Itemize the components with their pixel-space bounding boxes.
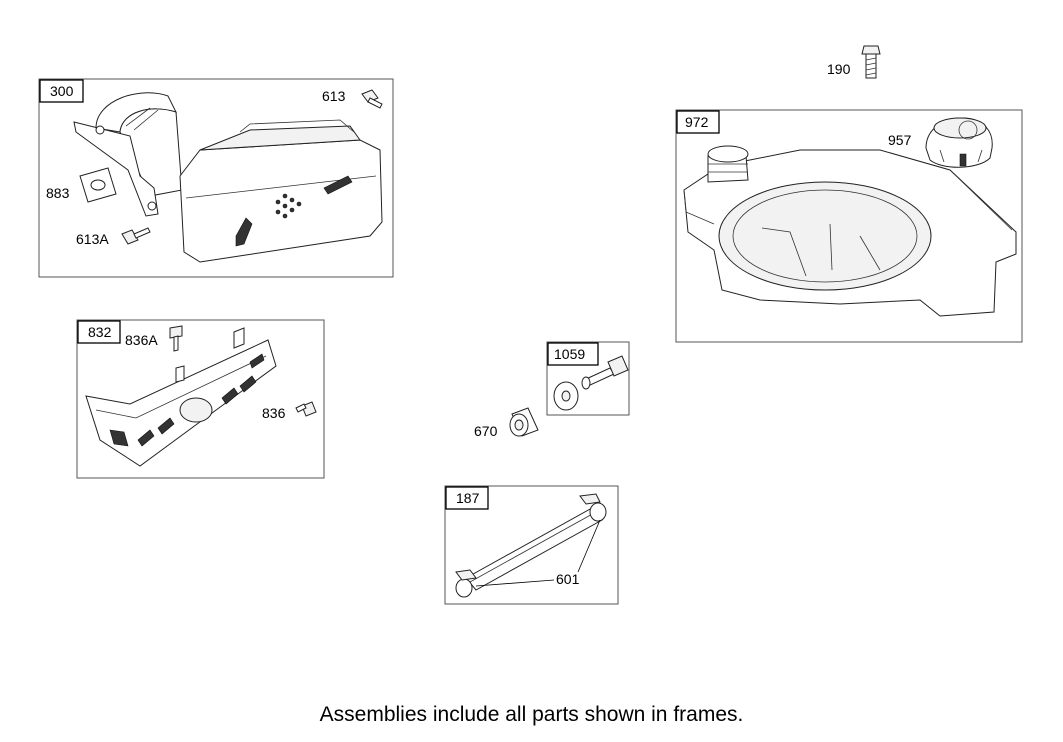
hose-kit-assembly: 187 — [444, 485, 619, 605]
muffler-assembly-number: 300 — [50, 83, 74, 99]
screw-836 — [295, 401, 317, 417]
guard-assembly-frame — [76, 319, 325, 479]
muffler-logo-mark — [323, 175, 353, 195]
bolt-190 — [861, 45, 881, 79]
part-label-613: 613 — [322, 88, 346, 104]
fuel-tank-opening — [718, 181, 932, 291]
hose-kit-assembly-tag-box — [445, 486, 489, 510]
part-label-883: 883 — [46, 185, 70, 201]
guard-assembly-number: 832 — [88, 324, 112, 340]
fuel-tank-assembly-number: 972 — [685, 114, 709, 130]
muffler-body — [179, 119, 383, 263]
screw-836A — [169, 325, 183, 352]
part-label-670: 670 — [474, 423, 498, 439]
hose-clamp-top — [579, 493, 607, 522]
hose-kit-assembly-number: 187 — [456, 490, 480, 506]
muffler-assembly-tag-box — [39, 79, 84, 103]
part-label-613A: 613A — [76, 231, 109, 247]
leader-601-bottom — [475, 579, 555, 587]
muffler-assembly-frame — [38, 78, 394, 278]
guard-assembly-tag-box — [77, 320, 121, 344]
bolt-kit-assembly-frame — [546, 341, 630, 416]
fuel-cap-957 — [925, 117, 993, 168]
bolt-kit-assembly: 1059 — [546, 341, 630, 416]
fuel-hose — [465, 507, 603, 591]
bolt-613 — [361, 89, 383, 109]
hose-clamp-bottom — [455, 569, 477, 598]
part-label-957: 957 — [888, 132, 912, 148]
part-label-190: 190 — [827, 61, 851, 77]
part-label-601: 601 — [556, 571, 580, 587]
muffler-exhaust-pipe — [95, 92, 183, 197]
muffler-mounting-flange — [73, 121, 159, 217]
bolt-kit-assembly-number: 1059 — [554, 346, 585, 362]
part-label-836: 836 — [262, 405, 286, 421]
hose-kit-assembly-frame — [444, 485, 619, 605]
guard-center-hole — [179, 397, 213, 423]
part-label-836A: 836A — [125, 332, 158, 348]
gasket-883 — [79, 167, 117, 203]
bolt-613A — [121, 227, 151, 245]
fuel-tank — [683, 145, 1017, 317]
guard-slots — [109, 353, 265, 447]
muffler-decal-mark — [235, 217, 253, 247]
spacer-670 — [509, 407, 539, 437]
fuel-tank-neck — [707, 145, 749, 183]
washer — [553, 381, 579, 411]
guard-assembly: 832 836A 836 — [76, 319, 325, 479]
muffler-assembly: 300 — [38, 78, 394, 278]
fuel-tank-assembly: 972 957 — [675, 109, 1023, 343]
muffler-guard — [85, 327, 277, 467]
muffler-vent-holes — [275, 193, 302, 219]
diagram-caption: Assemblies include all parts shown in fr… — [319, 703, 744, 726]
leader-601-top — [577, 519, 601, 573]
fuel-tank-assembly-tag-box — [676, 110, 720, 134]
shoulder-bolt — [581, 355, 629, 390]
fuel-tank-assembly-frame — [675, 109, 1023, 343]
bolt-kit-assembly-tag-box — [547, 342, 599, 366]
